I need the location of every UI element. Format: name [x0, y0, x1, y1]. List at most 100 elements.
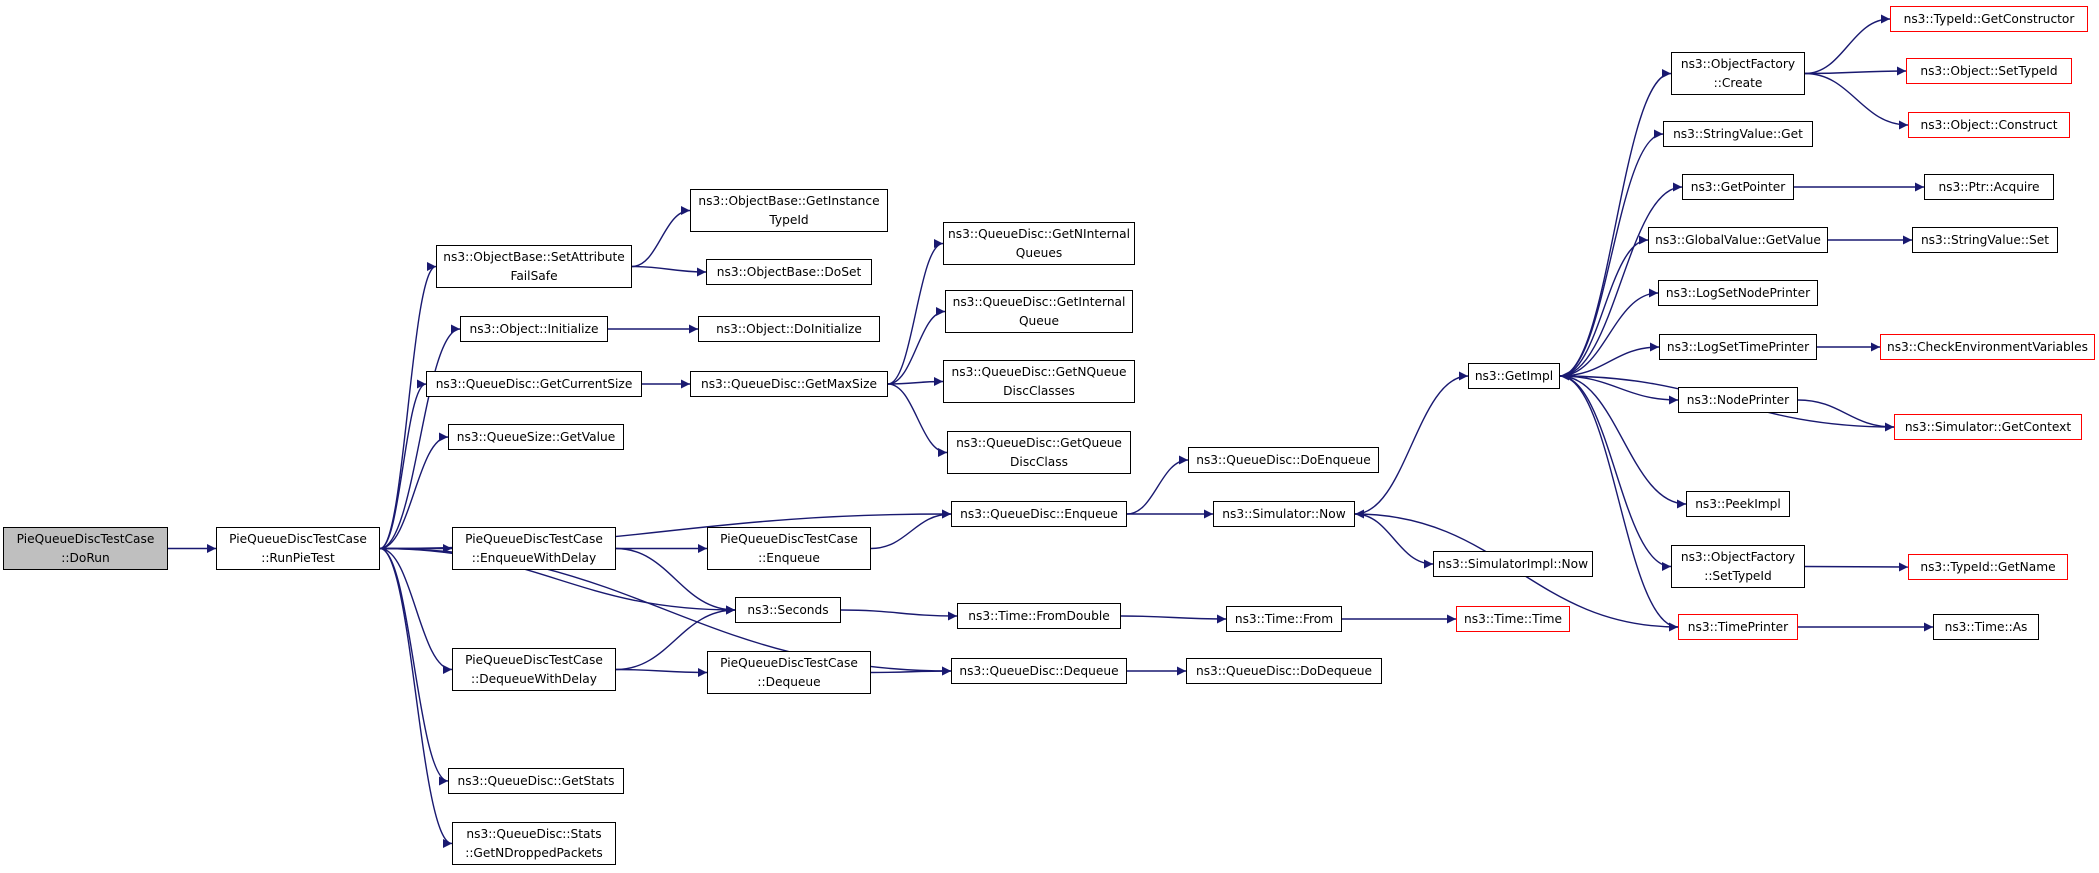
- node-objectbase-doset[interactable]: ns3::ObjectBase::DoSet: [706, 259, 872, 285]
- node-time-from[interactable]: ns3::Time::From: [1226, 606, 1342, 632]
- call-edge: [379, 547, 453, 848]
- call-edge: [1559, 69, 1672, 377]
- node-globalvalue-getvalue[interactable]: ns3::GlobalValue::GetValue: [1648, 227, 1828, 253]
- node-object-settypeid[interactable]: ns3::Object::SetTypeId: [1906, 58, 2072, 84]
- node-label-line: ::Dequeue: [757, 674, 821, 689]
- node-pie-enqueuewithdelay[interactable]: PieQueueDiscTestCase ::EnqueueWithDelay: [452, 527, 616, 570]
- node-label-line: ns3::TypeId::GetName: [1920, 559, 2056, 574]
- node-label-line: FailSafe: [510, 268, 558, 283]
- node-label-line: ns3::Simulator::Now: [1222, 506, 1346, 521]
- node-logsettimeprinter[interactable]: ns3::LogSetTimePrinter: [1659, 334, 1817, 360]
- node-label-line: ns3::Object::SetTypeId: [1920, 63, 2058, 78]
- node-simulator-now[interactable]: ns3::Simulator::Now: [1213, 501, 1355, 527]
- node-timeprinter[interactable]: ns3::TimePrinter: [1678, 614, 1798, 640]
- node-time-time[interactable]: ns3::Time::Time: [1456, 606, 1570, 632]
- call-edge: [1559, 129, 1664, 377]
- node-queuedisc-getmaxsize[interactable]: ns3::QueueDisc::GetMaxSize: [690, 371, 888, 397]
- node-queuesize-getvalue[interactable]: ns3::QueueSize::GetValue: [448, 424, 624, 450]
- node-label-line: ::DoRun: [61, 550, 110, 565]
- call-edge: [379, 547, 453, 674]
- node-label-line: ns3::TypeId::GetConstructor: [1903, 11, 2075, 26]
- node-object-doinitialize[interactable]: ns3::Object::DoInitialize: [698, 316, 880, 342]
- node-objectbase-getinstancetypeid[interactable]: ns3::ObjectBase::GetInstance TypeId: [690, 189, 888, 232]
- call-edge: [1126, 455, 1189, 515]
- call-edge: [1354, 371, 1469, 515]
- node-typeid-getname[interactable]: ns3::TypeId::GetName: [1908, 554, 2068, 580]
- node-label-line: ns3::Time::From: [1234, 611, 1334, 626]
- node-getimpl[interactable]: ns3::GetImpl: [1468, 363, 1560, 389]
- node-simulator-getcontext[interactable]: ns3::Simulator::GetContext: [1894, 414, 2082, 440]
- node-label-line: ns3::Simulator::GetContext: [1904, 419, 2072, 434]
- node-checkenvironmentvariables[interactable]: ns3::CheckEnvironmentVariables: [1880, 334, 2095, 360]
- node-queuedisc-getinternalqueue[interactable]: ns3::QueueDisc::GetInternal Queue: [945, 290, 1133, 333]
- node-objectfactory-settypeid[interactable]: ns3::ObjectFactory ::SetTypeId: [1671, 545, 1805, 588]
- node-label-line: ns3::QueueDisc::Stats: [466, 826, 602, 841]
- node-object-construct[interactable]: ns3::Object::Construct: [1908, 112, 2070, 138]
- node-label-line: ns3::CheckEnvironmentVariables: [1886, 339, 2089, 354]
- node-label-line: ns3::QueueDisc::GetMaxSize: [700, 376, 878, 391]
- call-edge: [1559, 375, 1687, 509]
- node-label-line: ns3::QueueDisc::GetNInternal: [948, 226, 1130, 241]
- node-queuedisc-getqueuediscclass[interactable]: ns3::QueueDisc::GetQueue DiscClass: [947, 431, 1131, 474]
- node-pie-run-pie-test[interactable]: PieQueueDiscTestCase ::RunPieTest: [216, 527, 380, 570]
- node-getpointer[interactable]: ns3::GetPointer: [1682, 174, 1794, 200]
- node-queuedisc-getnqueuediscclasses[interactable]: ns3::QueueDisc::GetNQueue DiscClasses: [943, 360, 1135, 403]
- node-pie-dequeuewithdelay[interactable]: PieQueueDiscTestCase ::DequeueWithDelay: [452, 648, 616, 691]
- node-stringvalue-get[interactable]: ns3::StringValue::Get: [1663, 121, 1813, 147]
- node-typeid-getconstructor[interactable]: ns3::TypeId::GetConstructor: [1890, 6, 2088, 32]
- node-label-line: ns3::ObjectFactory: [1680, 549, 1796, 564]
- call-edge: [379, 432, 449, 550]
- node-label-line: ns3::ObjectBase::SetAttribute: [443, 249, 625, 264]
- call-edge: [870, 666, 952, 676]
- node-label-line: PieQueueDiscTestCase: [720, 655, 858, 670]
- node-label-line: ::Enqueue: [758, 550, 820, 565]
- node-objectfactory-create[interactable]: ns3::ObjectFactory ::Create: [1671, 52, 1805, 95]
- node-time-fromdouble[interactable]: ns3::Time::FromDouble: [957, 603, 1121, 629]
- node-label-line: PieQueueDiscTestCase: [465, 652, 603, 667]
- node-queuedisc-getcurrentsize[interactable]: ns3::QueueDisc::GetCurrentSize: [426, 371, 642, 397]
- call-edge: [887, 377, 944, 387]
- node-label-line: ns3::Seconds: [747, 602, 829, 617]
- call-edge: [887, 307, 946, 385]
- node-label-line: ns3::QueueSize::GetValue: [456, 429, 616, 444]
- node-label-line: ns3::Ptr::Acquire: [1938, 179, 2040, 194]
- node-queuedisc-stats-getndroppedpackets[interactable]: ns3::QueueDisc::Stats ::GetNDroppedPacke…: [452, 822, 616, 865]
- node-label-line: ::Create: [1713, 75, 1763, 90]
- node-label-line: ns3::QueueDisc::DoDequeue: [1195, 663, 1373, 678]
- node-simulatorimpl-now[interactable]: ns3::SimulatorImpl::Now: [1433, 551, 1593, 577]
- node-ptr-acquire[interactable]: ns3::Ptr::Acquire: [1924, 174, 2054, 200]
- node-label-line: ns3::StringValue::Set: [1920, 232, 2050, 247]
- node-label-line: ns3::Time::As: [1944, 619, 2028, 634]
- node-label-line: ns3::QueueDisc::Dequeue: [959, 663, 1119, 678]
- node-label-line: ns3::LogSetTimePrinter: [1666, 339, 1810, 354]
- node-time-as[interactable]: ns3::Time::As: [1933, 614, 2039, 640]
- node-logsetnodeprinter[interactable]: ns3::LogSetNodePrinter: [1658, 280, 1818, 306]
- node-label-line: ns3::Object::Initialize: [469, 321, 599, 336]
- node-queuedisc-doenqueue[interactable]: ns3::QueueDisc::DoEnqueue: [1188, 447, 1379, 473]
- call-edge: [615, 667, 708, 677]
- node-stringvalue-set[interactable]: ns3::StringValue::Set: [1912, 227, 2058, 253]
- node-label-line: ::GetNDroppedPackets: [465, 845, 603, 860]
- node-queuedisc-enqueue[interactable]: ns3::QueueDisc::Enqueue: [951, 501, 1127, 527]
- node-queuedisc-getninternalqueues[interactable]: ns3::QueueDisc::GetNInternal Queues: [943, 222, 1135, 265]
- node-label-line: ::RunPieTest: [261, 550, 335, 565]
- node-seconds[interactable]: ns3::Seconds: [735, 597, 841, 623]
- call-edge: [1797, 399, 1895, 432]
- node-label-line: PieQueueDiscTestCase: [16, 531, 155, 546]
- node-pie-enqueue[interactable]: PieQueueDiscTestCase ::Enqueue: [707, 527, 871, 570]
- node-object-initialize[interactable]: ns3::Object::Initialize: [460, 316, 608, 342]
- node-peekimpl[interactable]: ns3::PeekImpl: [1686, 491, 1790, 517]
- node-pie-dequeue[interactable]: PieQueueDiscTestCase ::Dequeue: [707, 651, 871, 694]
- node-label-line: ns3::Time::FromDouble: [968, 608, 1110, 623]
- node-nodeprinter[interactable]: ns3::NodePrinter: [1678, 387, 1798, 413]
- node-label-line: DiscClasses: [1003, 383, 1075, 398]
- call-edge: [1559, 288, 1659, 377]
- node-queuedisc-getstats[interactable]: ns3::QueueDisc::GetStats: [448, 768, 624, 794]
- node-queuedisc-dequeue[interactable]: ns3::QueueDisc::Dequeue: [951, 658, 1127, 684]
- node-queuedisc-dodequeue[interactable]: ns3::QueueDisc::DoDequeue: [1186, 658, 1382, 684]
- call-edge: [887, 383, 948, 457]
- call-edge: [1804, 72, 1909, 130]
- call-edge: [1120, 614, 1227, 624]
- node-label-line: ns3::QueueDisc::GetInternal: [952, 294, 1126, 309]
- node-objectbase-setattribute-failsafe[interactable]: ns3::ObjectBase::SetAttribute FailSafe: [436, 245, 632, 288]
